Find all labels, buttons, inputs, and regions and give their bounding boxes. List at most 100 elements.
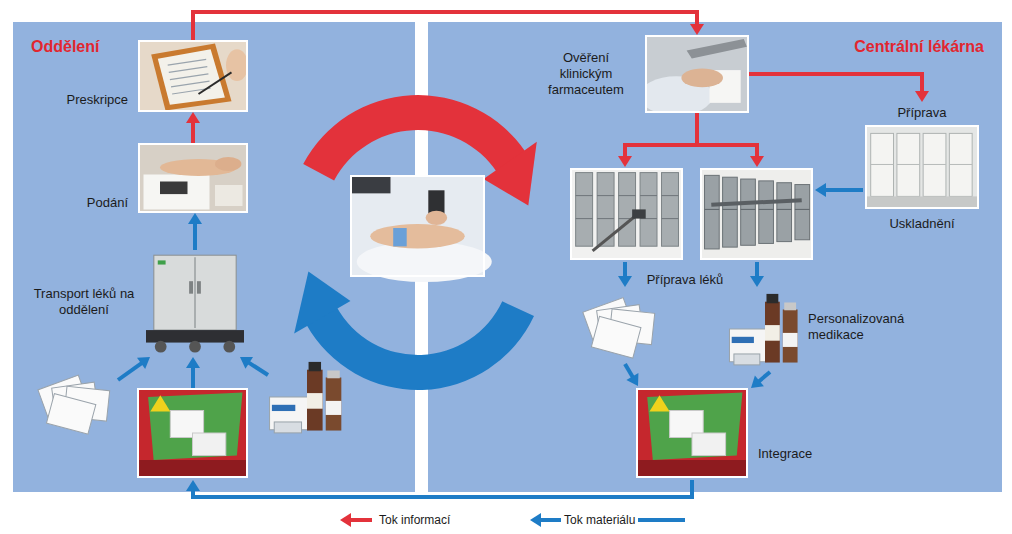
- flow-arrow: [340, 513, 372, 527]
- flow-arrow: [186, 357, 200, 388]
- rect-shape: [897, 133, 920, 196]
- flow-arrow: [751, 372, 770, 388]
- rect-shape: [146, 330, 244, 342]
- line-shape: [662, 195, 679, 196]
- photo-image: [146, 250, 244, 354]
- rect-shape: [765, 302, 780, 363]
- ellipse-shape: [370, 224, 465, 248]
- step-label: Integrace: [758, 446, 812, 478]
- rect-shape: [723, 177, 738, 247]
- process-step: PřípravaUskladnění: [865, 102, 979, 232]
- rect-shape: [139, 144, 247, 212]
- flow-line: [191, 366, 195, 388]
- line-shape: [194, 257, 196, 328]
- flow-arrow: [530, 513, 685, 527]
- rect-shape: [619, 173, 636, 247]
- flow-arrow: [240, 357, 268, 375]
- photo-content: [146, 255, 244, 352]
- medication-image: [729, 294, 797, 365]
- rect-shape: [591, 316, 641, 358]
- arrow-head: [294, 272, 350, 334]
- arrow-head: [618, 276, 632, 287]
- medication-image: [270, 362, 342, 433]
- rect-shape: [350, 175, 391, 193]
- step-label: Příprava léků: [647, 272, 724, 288]
- rect-shape: [662, 173, 679, 247]
- rect-shape: [734, 354, 760, 365]
- step-label: Transport léků na oddělení: [32, 286, 136, 318]
- rect-shape: [189, 281, 193, 293]
- legend-text: Tok informací: [376, 512, 453, 528]
- arrow-head: [751, 376, 764, 388]
- flow-arrow: [815, 183, 863, 197]
- rect-shape: [193, 433, 226, 456]
- polygon-shape: [649, 395, 669, 411]
- ellipse-shape: [226, 49, 248, 81]
- rect-shape: [576, 173, 593, 247]
- photo-image: [138, 40, 248, 112]
- arrow-head: [186, 480, 200, 491]
- polygon-shape: [158, 49, 225, 104]
- rect-shape: [759, 181, 774, 244]
- photo-image: [645, 35, 749, 113]
- rect-shape: [570, 168, 683, 260]
- rect-shape: [326, 378, 342, 431]
- photo-image: [865, 125, 979, 209]
- photo: [636, 388, 748, 478]
- arrow-head: [815, 183, 826, 197]
- flow-line: [193, 480, 692, 497]
- rect-shape: [144, 175, 210, 210]
- process-step: Ověření klinickým farmaceutem: [537, 35, 749, 113]
- process-step: Podání: [87, 143, 248, 213]
- rect-shape: [351, 176, 484, 276]
- line-shape: [576, 218, 593, 219]
- rect-shape: [571, 169, 682, 259]
- photo-image: [138, 143, 248, 213]
- photo: [645, 35, 749, 113]
- rect-shape: [197, 281, 201, 293]
- line-shape: [795, 209, 810, 210]
- line-shape: [170, 74, 209, 80]
- arrow-head: [186, 357, 200, 368]
- rect-shape: [700, 168, 813, 260]
- envelopes-image: [38, 375, 110, 434]
- rect-shape: [138, 40, 248, 112]
- integration-photo: [137, 388, 248, 478]
- line-shape: [949, 164, 972, 165]
- line-shape: [777, 209, 792, 210]
- process-step: Integrace: [636, 388, 812, 478]
- photo-content: [636, 388, 748, 478]
- flow-arrow: [750, 262, 764, 287]
- arrow-head: [186, 112, 200, 123]
- line-shape: [171, 81, 210, 87]
- robot-photo: [570, 168, 683, 260]
- flow-line: [349, 518, 372, 522]
- line-shape: [597, 218, 614, 219]
- arrow-head: [750, 276, 764, 287]
- panel-title: Centrální lékárna: [428, 22, 1002, 57]
- flow-arrow: [186, 480, 692, 497]
- photo: [138, 40, 248, 112]
- rect-shape: [784, 302, 796, 310]
- step-label: Podání: [87, 195, 128, 213]
- legend-item: Tok informací: [376, 512, 453, 528]
- arrow-head: [626, 373, 638, 386]
- connector: [749, 74, 929, 102]
- arrow-head: [240, 357, 253, 369]
- rect-shape: [705, 175, 720, 249]
- line-shape: [723, 209, 738, 210]
- rect-shape: [637, 389, 747, 477]
- step-label: Preskripce: [67, 92, 128, 112]
- flow-line: [625, 364, 633, 378]
- process-step: Transport léků na oddělení: [32, 250, 244, 354]
- rect-shape: [393, 228, 407, 246]
- polygon-shape: [148, 393, 242, 461]
- step-label: Uskladnění: [889, 213, 954, 232]
- connector-line: [193, 12, 697, 40]
- circle-shape: [223, 341, 235, 353]
- photo: [865, 125, 979, 209]
- line-shape: [593, 214, 638, 251]
- line-shape: [662, 218, 679, 219]
